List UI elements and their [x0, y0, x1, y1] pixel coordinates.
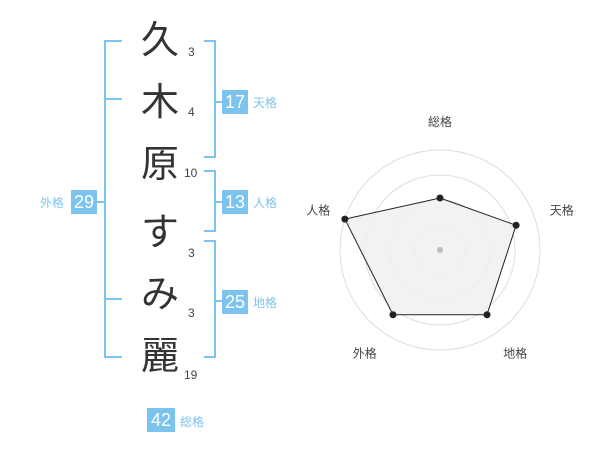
radar-point-1: [436, 194, 444, 202]
radar-point-4: [389, 311, 397, 319]
name-char-6: 麗: [140, 334, 179, 378]
radar-polygon: [344, 197, 517, 316]
radar-point-5: [341, 215, 349, 223]
radar-axis-label-4: 外格: [353, 346, 377, 361]
gaikaku-value: 29: [71, 190, 97, 214]
stroke-count-2: 4: [188, 105, 195, 119]
radar-point-3: [483, 311, 491, 319]
radar-point-2: [512, 221, 520, 229]
tenkaku-label: 天格: [253, 96, 278, 110]
chikaku-label: 地格: [253, 296, 278, 310]
radar-points: [341, 194, 520, 319]
gaikaku-label: 外格: [40, 196, 65, 210]
name-char-3: 原: [140, 142, 179, 186]
name-char-2: 木: [140, 80, 179, 124]
stroke-count-6: 19: [184, 368, 198, 382]
name-char-4: す: [140, 210, 179, 254]
stroke-count-3: 10: [184, 166, 198, 180]
radar-axis-label-2: 天格: [550, 202, 574, 217]
radar-center-dot: [437, 247, 443, 253]
name-char-5: み: [140, 272, 179, 316]
chikaku-value: 25: [222, 290, 248, 314]
stroke-count-1: 3: [188, 45, 195, 59]
radar-axis-label-3: 地格: [503, 346, 527, 361]
stroke-count-5: 3: [188, 306, 195, 320]
soukaku-label: 総格: [180, 415, 205, 429]
radar-axis-label-5: 人格: [306, 202, 330, 217]
radar-ring: [339, 149, 541, 351]
radar-axis-label-1: 総格: [428, 114, 452, 129]
stroke-count-4: 3: [188, 246, 195, 260]
jinkaku-value: 13: [222, 190, 248, 214]
name-char-1: 久: [140, 18, 179, 62]
soukaku-value: 42: [147, 408, 175, 432]
jinkaku-label: 人格: [253, 196, 278, 210]
tenkaku-value: 17: [222, 90, 248, 114]
